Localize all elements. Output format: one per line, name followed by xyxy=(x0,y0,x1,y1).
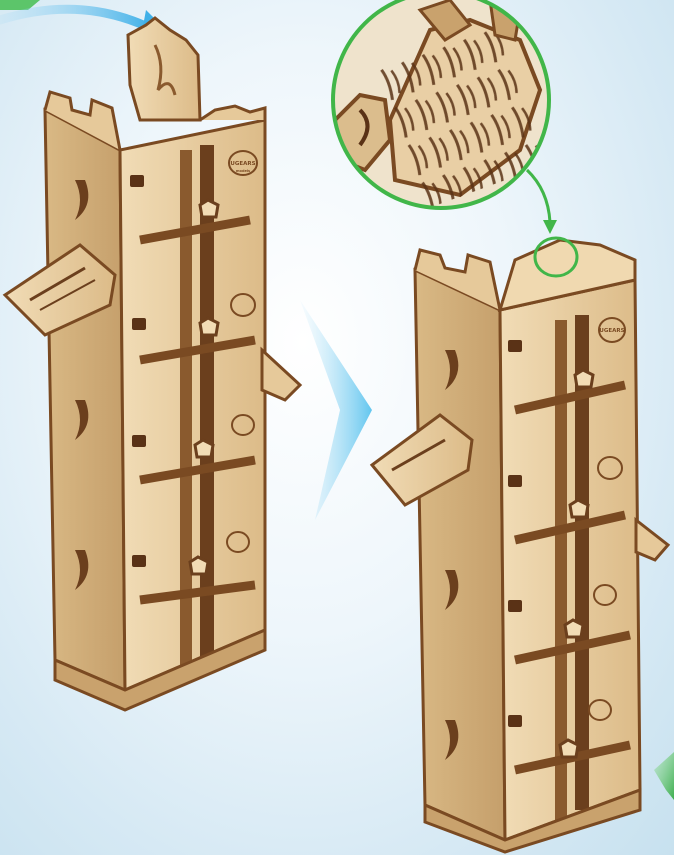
raised-top-panel xyxy=(128,18,200,120)
side-flap-right xyxy=(636,520,668,560)
detail-connector-arrow-icon xyxy=(527,170,557,234)
detail-closeup xyxy=(330,0,560,210)
brand-logo-subtext: models xyxy=(236,169,250,173)
brand-logo-text: UGEARS xyxy=(230,161,255,167)
next-hint-arrow-icon xyxy=(654,752,674,800)
brand-logo-text: UGEARS xyxy=(599,328,624,334)
tower-left-face xyxy=(415,270,505,840)
tower-front-face xyxy=(120,120,265,690)
side-flap-right xyxy=(262,350,300,400)
tower-before-step xyxy=(5,18,300,710)
next-step-chevron-icon xyxy=(300,300,372,520)
